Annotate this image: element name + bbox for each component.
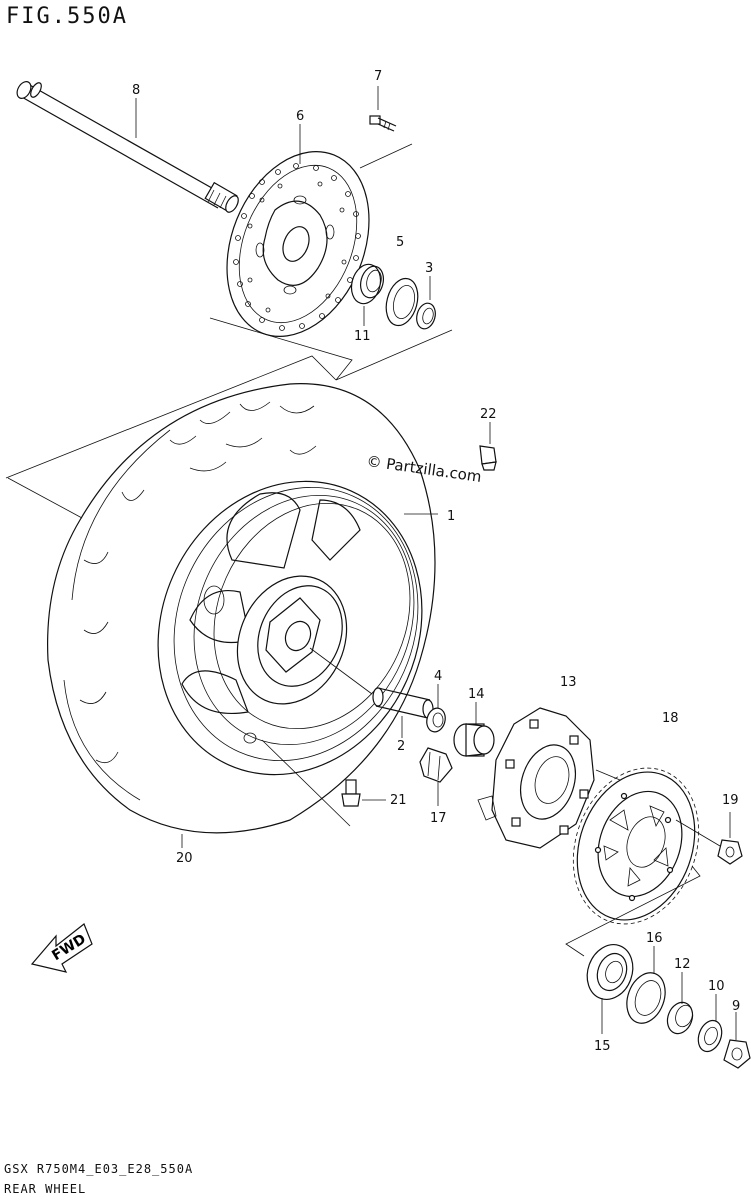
- callout-6[interactable]: 6: [296, 109, 304, 124]
- spacer-part-11[interactable]: [347, 261, 386, 307]
- callout-21[interactable]: 21: [390, 793, 407, 808]
- callout-19[interactable]: 19: [722, 793, 739, 808]
- sprocket-drum-part-13[interactable]: [477, 707, 621, 849]
- callout-5[interactable]: 5: [396, 235, 404, 250]
- spacer-part-12[interactable]: [663, 999, 696, 1037]
- callout-1[interactable]: 1: [447, 509, 455, 524]
- disc-bolt-part[interactable]: [369, 115, 397, 132]
- clip-part-22[interactable]: [479, 445, 497, 471]
- sprocket-nut-part-19[interactable]: [717, 839, 743, 865]
- callout-7[interactable]: 7: [374, 69, 382, 84]
- callout-18[interactable]: 18: [662, 711, 679, 726]
- bearing-part-3[interactable]: [414, 301, 438, 331]
- dust-seal-part-5[interactable]: [381, 275, 422, 329]
- callout-12[interactable]: 12: [674, 957, 691, 972]
- rear-tire-part[interactable]: [47, 383, 436, 834]
- callout-4[interactable]: 4: [434, 669, 442, 684]
- bearing-part-15[interactable]: [580, 938, 640, 1006]
- figure-title: FIG.550A: [6, 4, 128, 29]
- callout-15[interactable]: 15: [594, 1039, 611, 1054]
- callout-17[interactable]: 17: [430, 811, 447, 826]
- callout-8[interactable]: 8: [132, 83, 140, 98]
- callout-20[interactable]: 20: [176, 851, 193, 866]
- footer-figure-name: REAR WHEEL: [4, 1182, 87, 1196]
- callout-14[interactable]: 14: [468, 687, 485, 702]
- forward-direction-arrow: FWD: [30, 923, 93, 973]
- callout-22[interactable]: 22: [480, 407, 497, 422]
- bearing-part-4[interactable]: [424, 706, 448, 734]
- axle-part[interactable]: [14, 79, 241, 214]
- spacer-part-14[interactable]: [453, 723, 495, 757]
- washer-part-10[interactable]: [694, 1017, 726, 1055]
- rear-sprocket-part-18[interactable]: [552, 750, 719, 941]
- callout-9[interactable]: 9: [732, 999, 740, 1014]
- cushion-part-17[interactable]: [419, 747, 453, 783]
- brake-disc-part[interactable]: [201, 130, 395, 357]
- callout-3[interactable]: 3: [425, 261, 433, 276]
- callout-11[interactable]: 11: [354, 329, 371, 344]
- oil-seal-part-16[interactable]: [620, 967, 672, 1028]
- callout-10[interactable]: 10: [708, 979, 725, 994]
- tire-valve-part-21[interactable]: [341, 779, 361, 807]
- axle-nut-part-9[interactable]: [723, 1039, 751, 1069]
- callout-2[interactable]: 2: [397, 739, 405, 754]
- footer-model-code: GSX R750M4_E03_E28_550A: [4, 1162, 194, 1176]
- rear-wheel-part[interactable]: [112, 439, 468, 817]
- callout-13[interactable]: 13: [560, 675, 577, 690]
- callout-16[interactable]: 16: [646, 931, 663, 946]
